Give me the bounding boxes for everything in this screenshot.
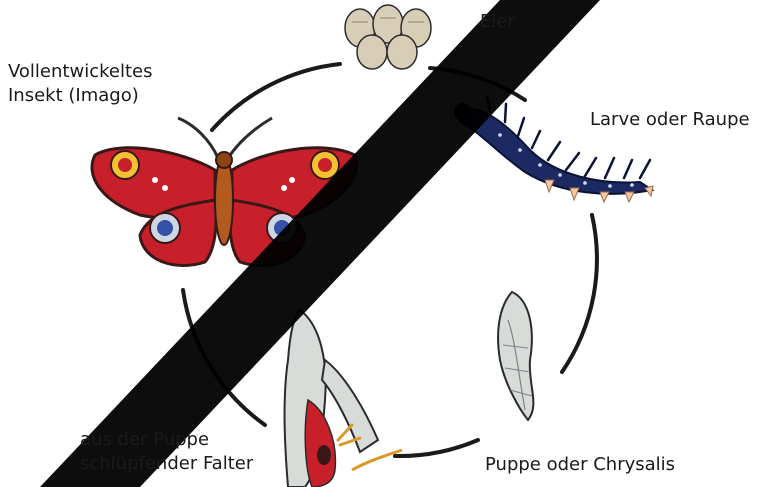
imago-label: Vollentwickeltes Insekt (Imago) [8,60,152,108]
egg-cluster-icon [345,5,431,69]
imago-label-line2: Insekt (Imago) [8,84,152,108]
pupa-label: Puppe oder Chrysalis [485,453,675,477]
imago-label-line1: Vollentwickeltes [8,60,152,84]
eggs-label: Eier [480,10,515,34]
arc-pupa-to-emerge [395,440,478,456]
emerging-label-line1: aus der Puppe [80,428,253,452]
arc-adult-to-eggs [212,64,340,130]
emerging-label-line2: schlüpfender Falter [80,452,253,476]
larva-label: Larve oder Raupe [590,108,750,132]
emerging-label: aus der Puppe schlüpfender Falter [80,428,253,476]
